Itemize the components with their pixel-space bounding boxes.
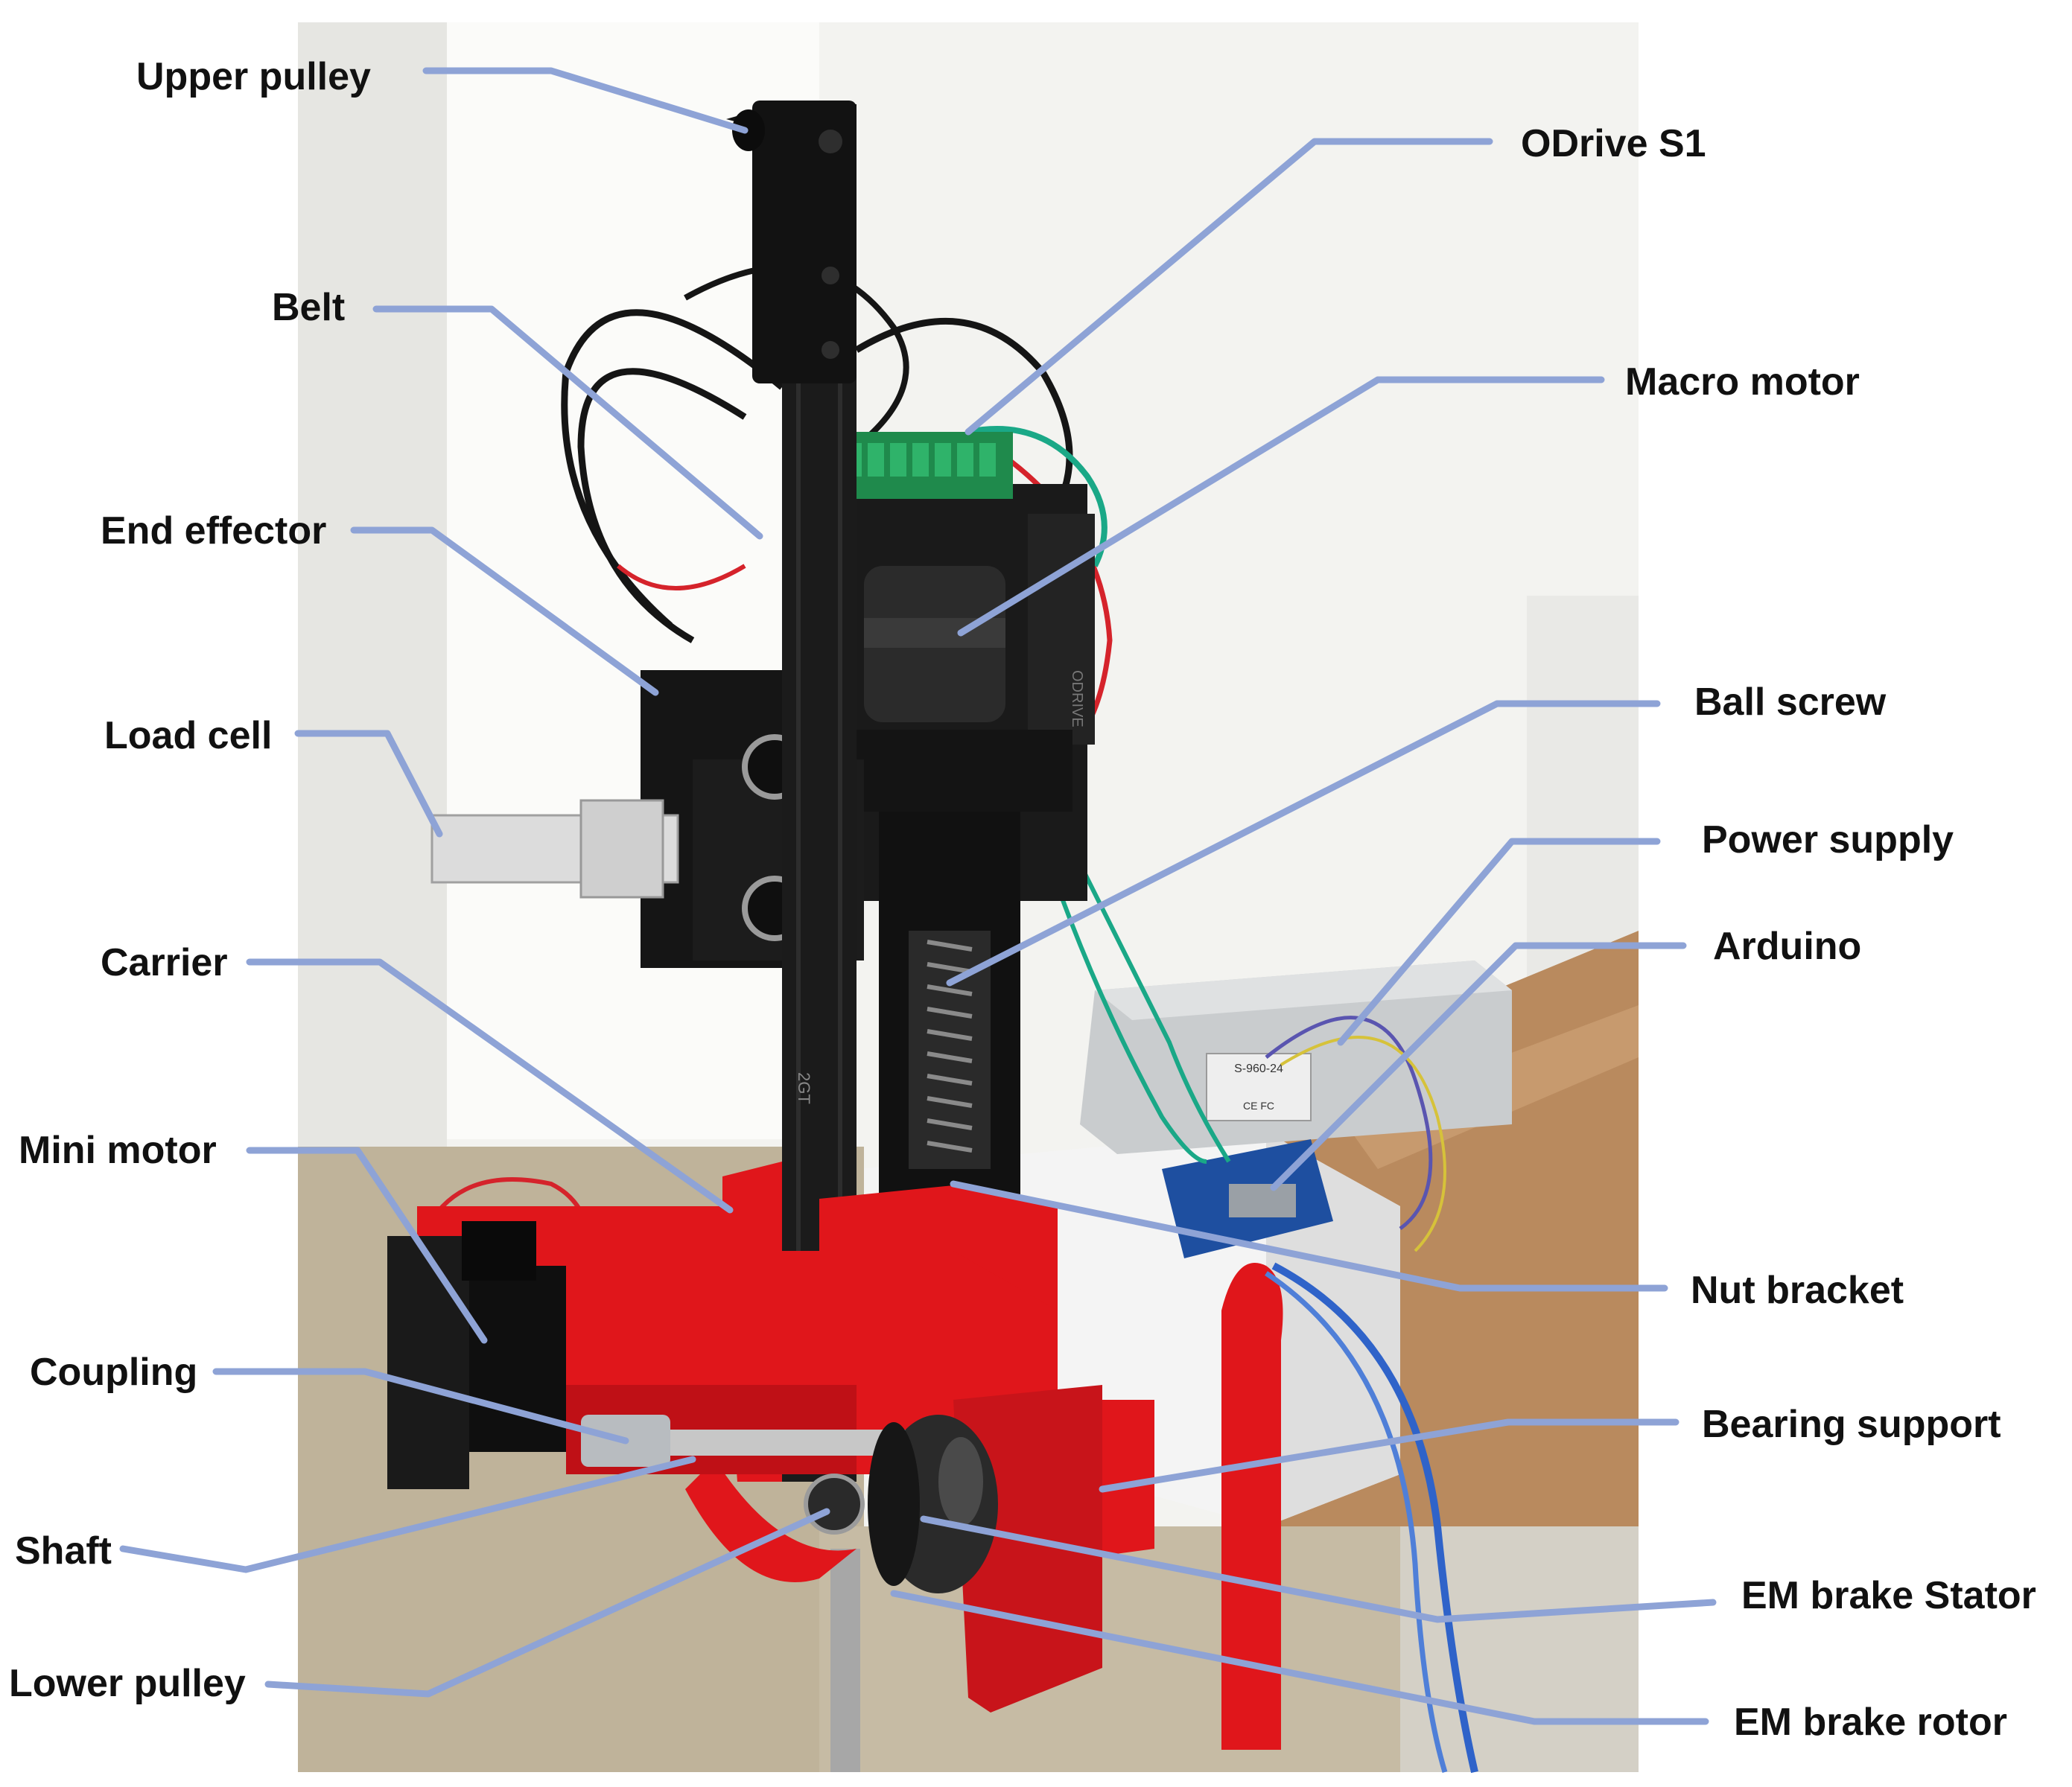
power-supply-model-text: S-960-24 <box>1234 1063 1283 1075</box>
leader-bearing-support <box>1099 1418 1679 1493</box>
label-ball-screw: Ball screw <box>1694 681 1887 724</box>
load-cell-clamp <box>579 799 664 899</box>
arduino-connector <box>1229 1184 1296 1217</box>
leader-em-brake-stator <box>920 1515 1717 1623</box>
label-coupling: Coupling <box>30 1351 197 1394</box>
label-em-brake-stator: EM brake Stator <box>1741 1574 2036 1617</box>
leader-mini-motor <box>246 1147 488 1344</box>
leader-upper-pulley <box>422 67 749 134</box>
motor-mount-plate <box>849 730 1072 812</box>
usb-cable-2 <box>1265 1271 1448 1774</box>
upper-pulley-bolt-1 <box>819 130 842 153</box>
label-arduino: Arduino <box>1713 925 1861 968</box>
em-brake-rotor-part <box>868 1422 920 1586</box>
leader-power-supply <box>1337 838 1661 1046</box>
callout-labels: Upper pulley ODrive S1 Belt Macro motor … <box>9 55 2036 1744</box>
leader-ball-screw <box>946 700 1661 987</box>
usb-cable <box>1271 1262 1478 1774</box>
leader-macro-motor <box>957 376 1605 637</box>
upper-pulley-bolt-3 <box>822 341 839 359</box>
label-macro-motor: Macro motor <box>1625 360 1860 404</box>
label-carrier: Carrier <box>101 941 228 984</box>
label-upper-pulley: Upper pulley <box>136 55 371 98</box>
leader-em-brake-rotor <box>890 1590 1709 1725</box>
label-odrive-s1: ODrive S1 <box>1521 122 1706 165</box>
leader-carrier <box>246 958 734 1214</box>
leader-end-effector <box>350 526 659 696</box>
label-load-cell: Load cell <box>104 714 272 757</box>
label-belt: Belt <box>272 286 345 329</box>
leader-arduino <box>1270 942 1687 1191</box>
label-bearing-support: Bearing support <box>1702 1403 2001 1446</box>
leader-lines <box>119 67 1717 1725</box>
leader-coupling <box>212 1368 629 1444</box>
mini-motor-strap <box>462 1221 536 1281</box>
label-nut-bracket: Nut bracket <box>1691 1269 1904 1312</box>
odrive-heatsink <box>1028 514 1095 745</box>
wire-purple <box>1265 1016 1433 1231</box>
label-power-supply: Power supply <box>1702 818 1954 861</box>
black-cable-loop-3 <box>854 317 1073 509</box>
extrusion-marking: 2GT <box>795 1072 813 1104</box>
label-end-effector: End effector <box>101 509 326 552</box>
mini-motor-bracket <box>387 1236 469 1489</box>
teal-connector-wires <box>967 426 1107 567</box>
odrive-badge-text: ODRIVE <box>1069 670 1085 727</box>
red-base-main <box>417 1206 1154 1698</box>
power-supply-top <box>1095 961 1512 1020</box>
clamp-rod <box>830 1549 860 1772</box>
upper-pulley-plate <box>752 101 857 383</box>
ball-screw-threads <box>927 940 973 1153</box>
red-wire-2 <box>617 564 746 590</box>
red-clamp-handle <box>1221 1263 1283 1750</box>
white-box-side <box>1266 1132 1400 1526</box>
leader-belt <box>372 305 763 540</box>
upper-pulley-wheel <box>732 109 765 151</box>
em-brake-stator-highlight <box>938 1437 983 1526</box>
red-clamp-arc <box>685 1459 857 1582</box>
label-em-brake-rotor: EM brake rotor <box>1734 1701 2007 1744</box>
power-supply-label <box>1206 1053 1312 1121</box>
photo: S-960-24 CE FC ODRIVE <box>298 22 1639 1774</box>
leader-lower-pulley <box>264 1508 830 1698</box>
label-shaft: Shaft <box>15 1529 112 1573</box>
leader-load-cell <box>294 730 443 838</box>
label-lower-pulley: Lower pulley <box>9 1662 246 1705</box>
leader-odrive-s1 <box>965 138 1493 436</box>
upper-pulley-bolt-2 <box>822 267 839 284</box>
wire-teal-2 <box>1055 818 1231 1163</box>
odrive-terminals <box>845 443 996 477</box>
power-supply-cert-text: CE FC <box>1243 1100 1274 1112</box>
leader-shaft <box>119 1456 696 1573</box>
leader-nut-bracket <box>950 1180 1668 1292</box>
label-mini-motor: Mini motor <box>19 1129 217 1172</box>
lower-pulley-wheel <box>804 1474 865 1535</box>
